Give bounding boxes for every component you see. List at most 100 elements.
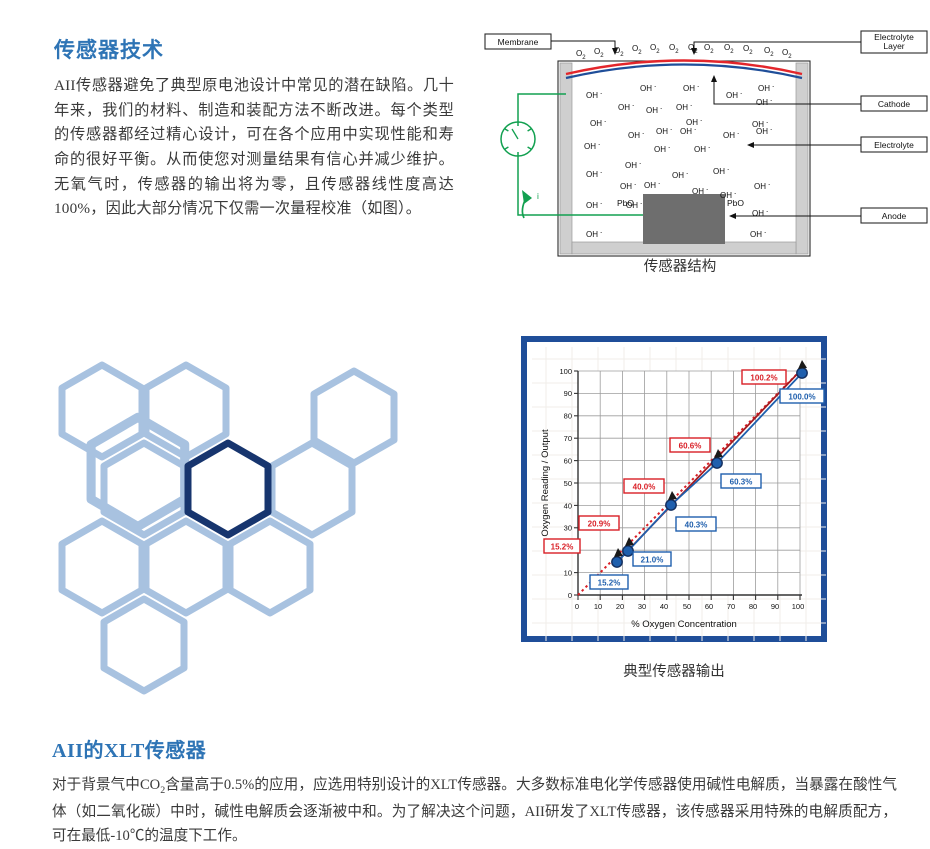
svg-text:OH -: OH -: [620, 182, 636, 191]
sensor-output-chart: 100 90 80 70 60 50 40 30 20 10 0: [521, 336, 827, 642]
svg-text:OH -: OH -: [713, 167, 729, 176]
svg-text:OH -: OH -: [756, 127, 772, 136]
membrane-curve: [565, 59, 803, 76]
svg-text:OH -: OH -: [692, 187, 708, 196]
label-cathode-text: Cathode: [878, 99, 910, 109]
xlt-body-subscript: 2: [160, 784, 166, 796]
svg-text:OH -: OH -: [752, 209, 768, 218]
svg-text:30: 30: [564, 524, 572, 533]
intro-paragraph: AII传感器避免了典型原电池设计中常见的潜在缺陷。几十年来，我们的材料、制造和装…: [54, 77, 454, 218]
svg-text:OH -: OH -: [694, 145, 710, 154]
red-callout-5: 100.2%: [741, 369, 787, 385]
svg-text:O2: O2: [614, 46, 624, 58]
svg-text:OH -: OH -: [680, 127, 696, 136]
svg-text:70: 70: [564, 434, 572, 443]
svg-text:OH -: OH -: [640, 84, 656, 93]
svg-text:60.3%: 60.3%: [730, 478, 753, 487]
svg-text:40: 40: [660, 602, 668, 611]
oxygen-molecule-group: O2 O2 O2 O2 O2 O2 O2 O2 O2 O2 O2 O2: [576, 43, 792, 61]
lead-oxide-labels: PbO PbO: [617, 198, 744, 208]
svg-text:21.0%: 21.0%: [641, 556, 664, 565]
svg-text:60: 60: [705, 602, 713, 611]
svg-text:OH -: OH -: [646, 106, 662, 115]
blue-callout-5: 100.0%: [779, 388, 825, 404]
svg-text:100: 100: [559, 367, 572, 376]
hexagon-group: [58, 361, 398, 695]
svg-text:60: 60: [564, 457, 572, 466]
label-membrane-text: Membrane: [498, 37, 539, 47]
svg-text:100.2%: 100.2%: [750, 374, 777, 383]
y-axis-labels: 100 90 80 70 60 50 40 30 20 10 0: [559, 367, 572, 600]
svg-text:O2: O2: [724, 43, 734, 55]
hexagon-bottom-middle: [142, 517, 230, 617]
x-axis-title: % Oxygen Concentration: [631, 619, 737, 630]
data-point-4: [711, 457, 723, 469]
anode-block: [643, 194, 725, 244]
svg-text:0: 0: [568, 591, 572, 600]
label-membrane: Membrane: [484, 33, 618, 55]
label-electrolyte-layer: Electrolyte Layer: [691, 30, 928, 55]
svg-text:OH -: OH -: [584, 142, 600, 151]
svg-text:50: 50: [683, 602, 691, 611]
chart-svg: 100 90 80 70 60 50 40 30 20 10 0: [532, 347, 826, 641]
label-electrolyte: Electrolyte: [747, 136, 928, 153]
svg-text:90: 90: [771, 602, 779, 611]
svg-text:30: 30: [638, 602, 646, 611]
svg-text:OH -: OH -: [586, 170, 602, 179]
xlt-paragraph: 对于背景气中CO2含量高于0.5%的应用，应选用特别设计的XLT传感器。大多数标…: [52, 773, 897, 849]
hexagon-mid-right: [268, 439, 356, 539]
svg-text:OH -: OH -: [723, 131, 739, 140]
svg-text:70: 70: [727, 602, 735, 611]
svg-text:PbO: PbO: [617, 198, 634, 208]
svg-text:Layer: Layer: [883, 41, 904, 51]
xlt-heading: AII的XLT传感器: [52, 740, 207, 762]
svg-text:OH -: OH -: [726, 91, 742, 100]
data-point-2: [622, 545, 634, 557]
svg-text:O2: O2: [688, 43, 698, 55]
svg-text:OH -: OH -: [754, 182, 770, 191]
svg-text:OH -: OH -: [644, 181, 660, 190]
page-title: 传感器技术: [54, 38, 164, 62]
svg-text:OH -: OH -: [756, 98, 772, 107]
intro-section: 传感器技术 AII传感器避免了典型原电池设计中常见的潜在缺陷。几十年来，我们的材…: [54, 34, 454, 222]
svg-text:10: 10: [564, 569, 572, 578]
y-axis-title: Oxygen Reading / Output: [540, 429, 551, 537]
hexagon-bottom-left: [58, 517, 146, 617]
svg-text:OH -: OH -: [676, 103, 692, 112]
svg-text:OH -: OH -: [654, 145, 670, 154]
hexagon-top-middle: [142, 361, 230, 461]
svg-text:OH -: OH -: [625, 161, 641, 170]
x-axis-labels: 0 10 20 30 40 50 60 70 80 90 100: [575, 602, 804, 611]
svg-text:20.9%: 20.9%: [588, 520, 611, 529]
svg-text:20: 20: [616, 602, 624, 611]
svg-text:OH -: OH -: [750, 230, 766, 239]
svg-text:60.6%: 60.6%: [679, 442, 702, 451]
hydroxide-ion-group: OH - OH - OH - OH - OH - OH - OH - OH - …: [584, 84, 774, 239]
label-electrolyte-text: Electrolyte: [874, 140, 914, 150]
hexagon-svg: [58, 361, 398, 695]
hexagon-lowest: [100, 595, 188, 695]
red-callout-1: 15.2%: [543, 538, 581, 554]
svg-text:OH -: OH -: [590, 119, 606, 128]
label-anode: Anode: [729, 207, 928, 224]
svg-text:50: 50: [564, 479, 572, 488]
blue-callout-4: 60.3%: [720, 473, 762, 489]
blue-callout-2: 21.0%: [632, 551, 672, 567]
y-axis-ticks: [574, 370, 578, 596]
data-point-markers: [611, 367, 808, 568]
svg-text:O2: O2: [743, 44, 753, 56]
svg-text:100.0%: 100.0%: [788, 393, 815, 402]
svg-text:40.3%: 40.3%: [685, 521, 708, 530]
red-callouts: 15.2% 20.9% 40.0% 60.6% 100.2%: [543, 369, 787, 554]
blue-callouts: 15.2% 21.0% 40.3% 60.3% 100.0%: [589, 388, 825, 590]
svg-text:90: 90: [564, 389, 572, 398]
data-point-5: [796, 367, 808, 379]
svg-text:100: 100: [792, 602, 805, 611]
svg-text:OH -: OH -: [586, 91, 602, 100]
data-point-3: [665, 499, 677, 511]
hexagon-mid-left: [100, 439, 188, 539]
electrolyte-layer-curve: [565, 63, 803, 80]
hexagon-decoration: [44, 322, 444, 722]
svg-text:OH -: OH -: [586, 230, 602, 239]
